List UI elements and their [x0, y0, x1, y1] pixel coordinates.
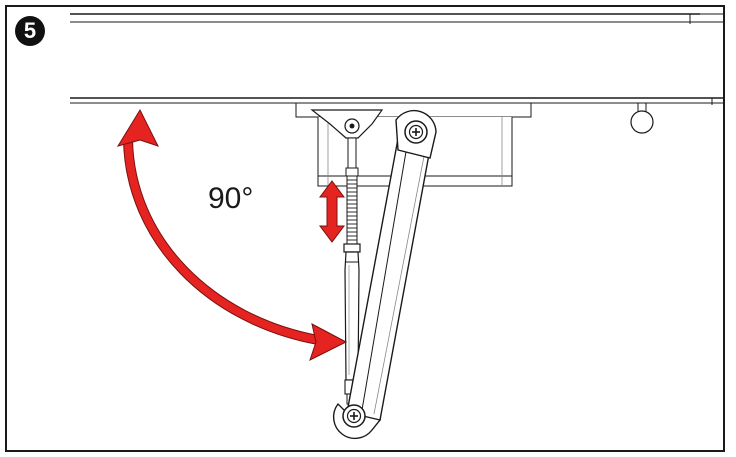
door-top-edge	[70, 13, 724, 24]
angle-label: 90°	[208, 182, 254, 215]
mounting-bracket	[310, 109, 384, 139]
curved-double-arrow-icon	[116, 108, 348, 361]
vertical-double-arrow-icon	[319, 180, 345, 243]
door-stop-knob	[630, 103, 654, 134]
diagram-frame: 5	[5, 5, 725, 452]
step-number-badge: 5	[15, 16, 45, 46]
